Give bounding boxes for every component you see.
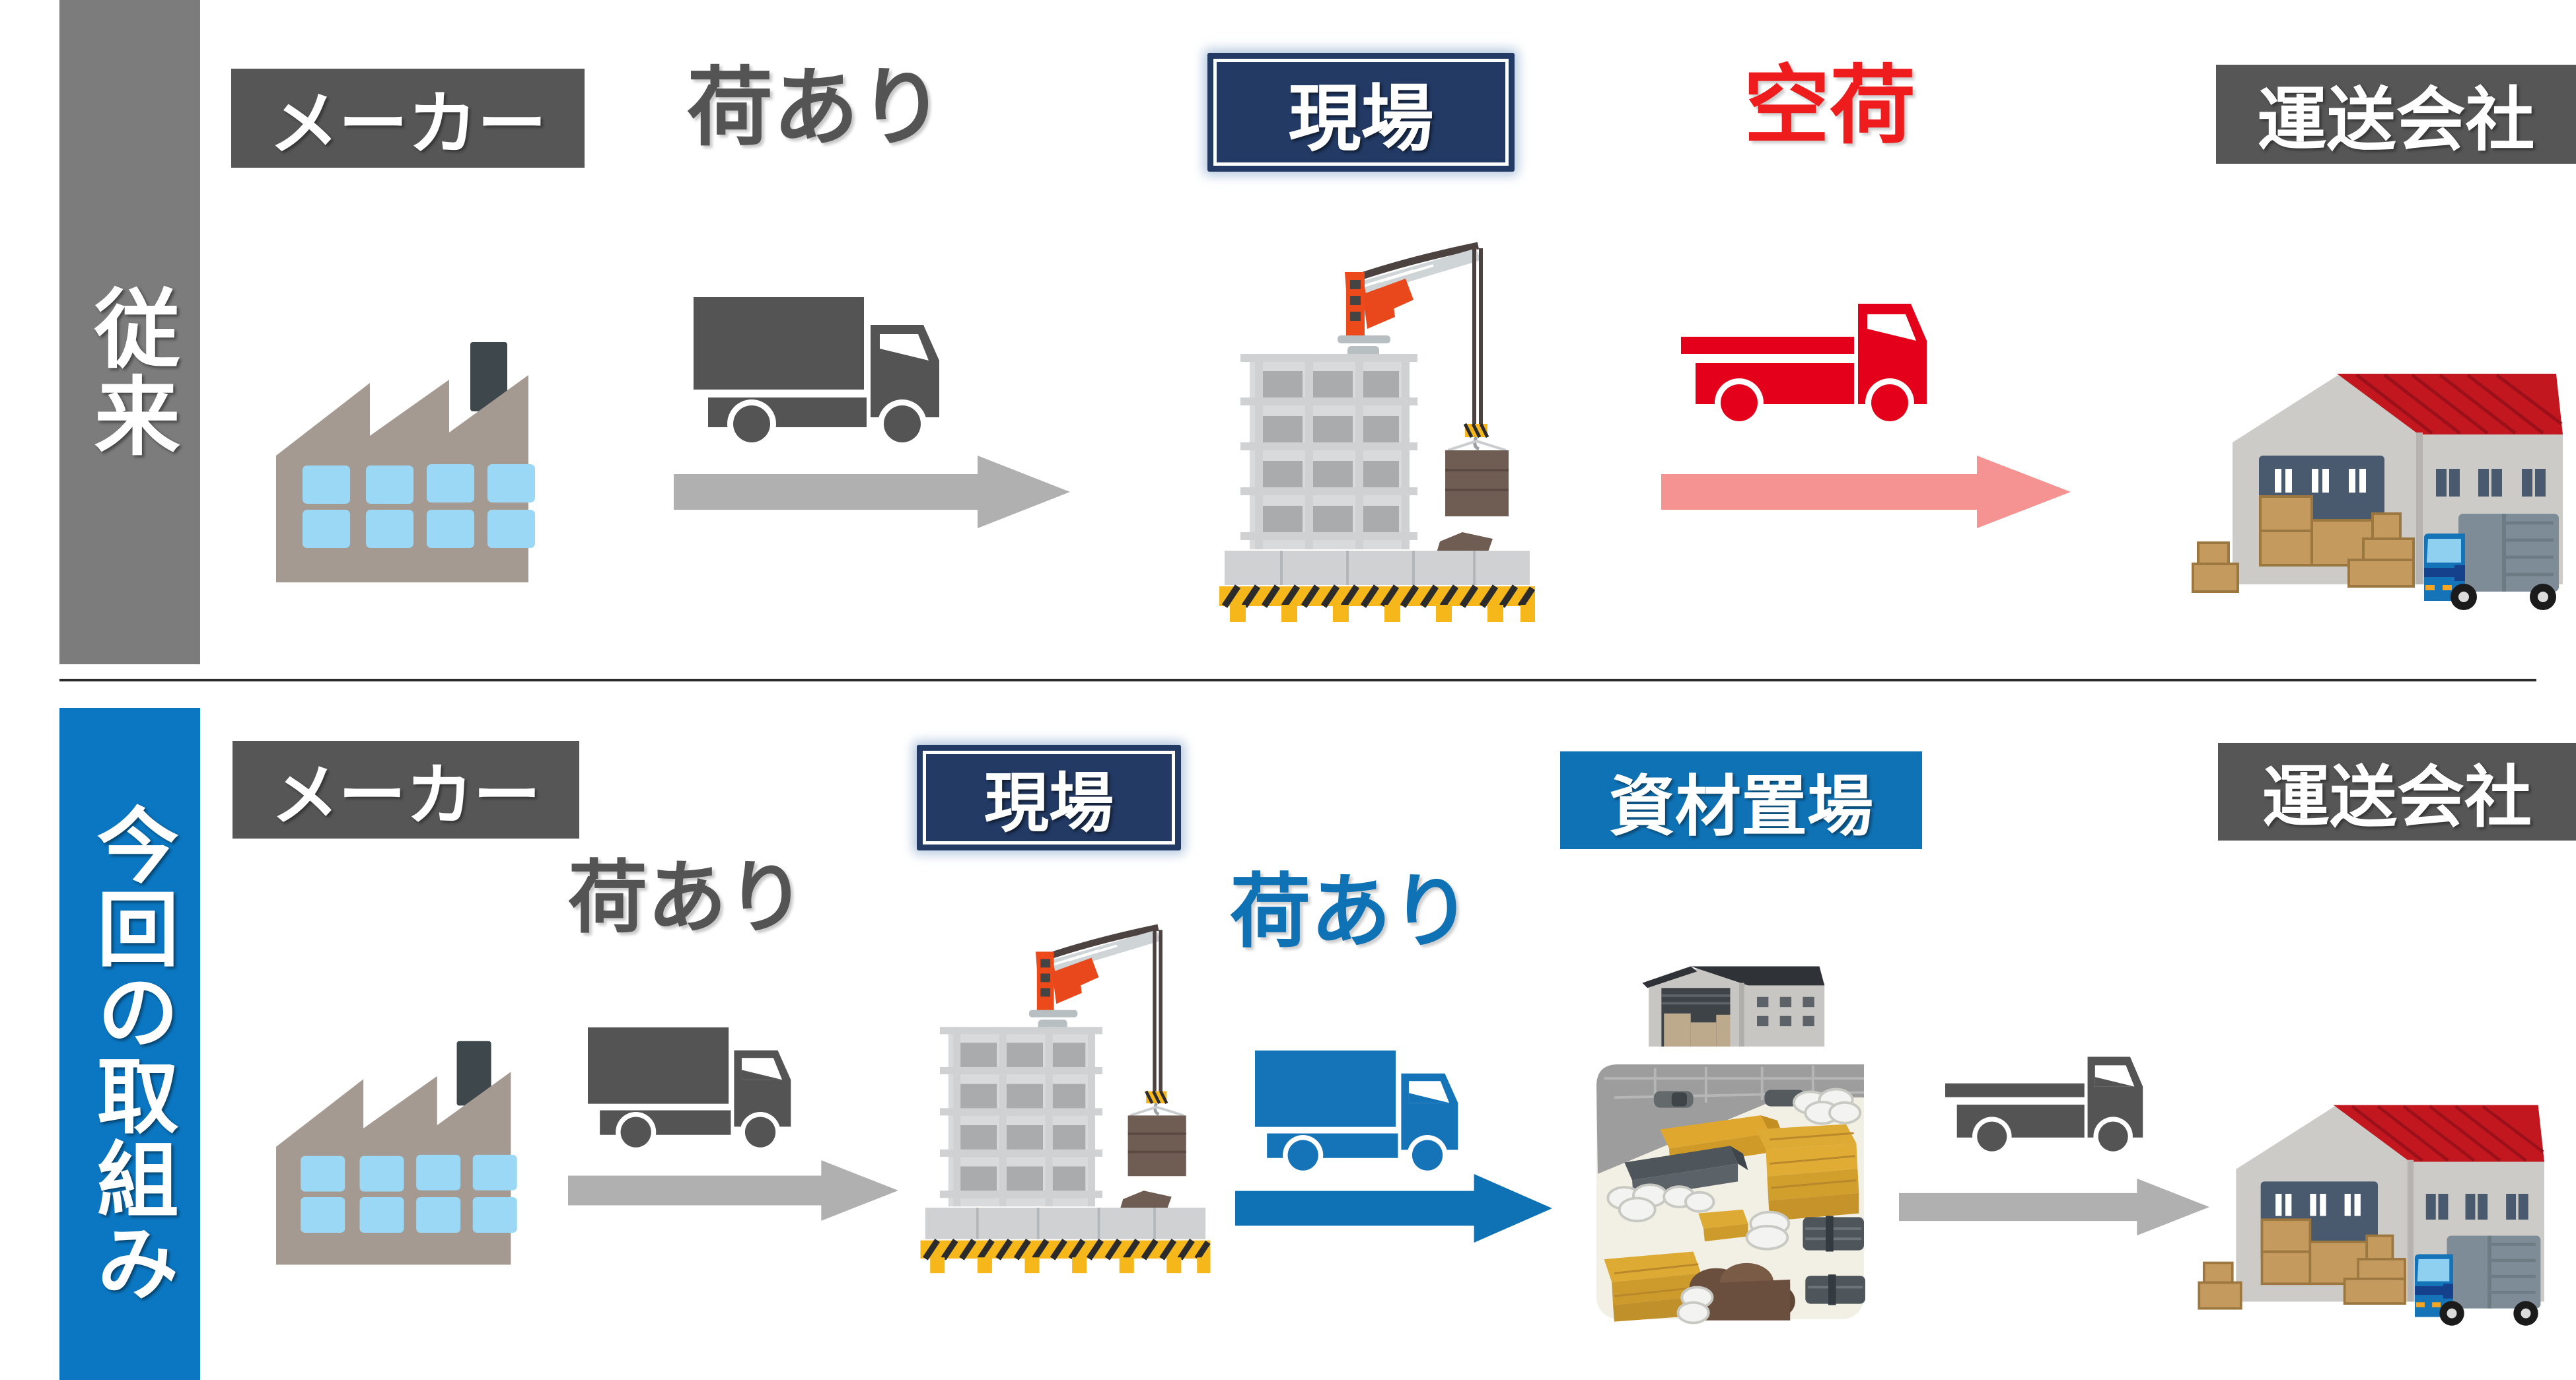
factory-illustration-new xyxy=(246,1030,536,1294)
warehouse-illustration-legacy xyxy=(2186,350,2576,627)
node-label-maker-legacy: メーカー xyxy=(231,69,585,168)
node-label-carrier-new: 運送会社 xyxy=(2218,743,2576,841)
node-sign-site-legacy: 現場 xyxy=(1207,53,1515,172)
leg-caption-new-1: 荷あり xyxy=(568,854,806,942)
flow-arrow-legacy-1 xyxy=(674,456,1070,528)
leg-caption-legacy-2: 空荷 xyxy=(1744,57,1916,154)
leg-caption-new-2: 荷あり xyxy=(1230,867,1472,957)
material-yard-illustration xyxy=(1579,918,1935,1354)
node-sign-site-new: 現場 xyxy=(917,745,1181,850)
node-label-maker-new: メーカー xyxy=(233,741,579,839)
node-label-carrier-legacy: 運送会社 xyxy=(2216,65,2576,164)
construction-site-illustration-legacy xyxy=(1215,231,1539,627)
flatbed-truck-empty-dark-new xyxy=(1945,1050,2190,1175)
flatbed-truck-empty-red-legacy xyxy=(1681,297,1985,449)
leg-caption-legacy-1: 荷あり xyxy=(687,59,945,156)
flow-arrow-new-3 xyxy=(1899,1175,2209,1239)
box-truck-loaded-dark-new xyxy=(588,1027,839,1154)
row-rail-legacy: 従来 xyxy=(59,0,200,664)
construction-site-illustration-new xyxy=(917,911,1214,1281)
flow-arrow-legacy-2 xyxy=(1661,456,2071,528)
factory-illustration-legacy xyxy=(244,330,555,614)
box-truck-loaded-blue-new xyxy=(1255,1050,1506,1177)
box-truck-loaded-dark-legacy xyxy=(694,297,997,449)
row-rail-new: 今回の取組み xyxy=(59,708,200,1380)
warehouse-illustration-new xyxy=(2193,1083,2563,1342)
node-label-material-yard-new: 資材置場 xyxy=(1560,751,1922,849)
row-divider xyxy=(59,679,2536,681)
node-sign-site-legacy-label: 現場 xyxy=(1213,59,1509,166)
flow-arrow-new-2 xyxy=(1235,1172,1552,1245)
flow-arrow-new-1 xyxy=(568,1159,898,1222)
node-sign-site-new-label: 現場 xyxy=(923,751,1175,845)
